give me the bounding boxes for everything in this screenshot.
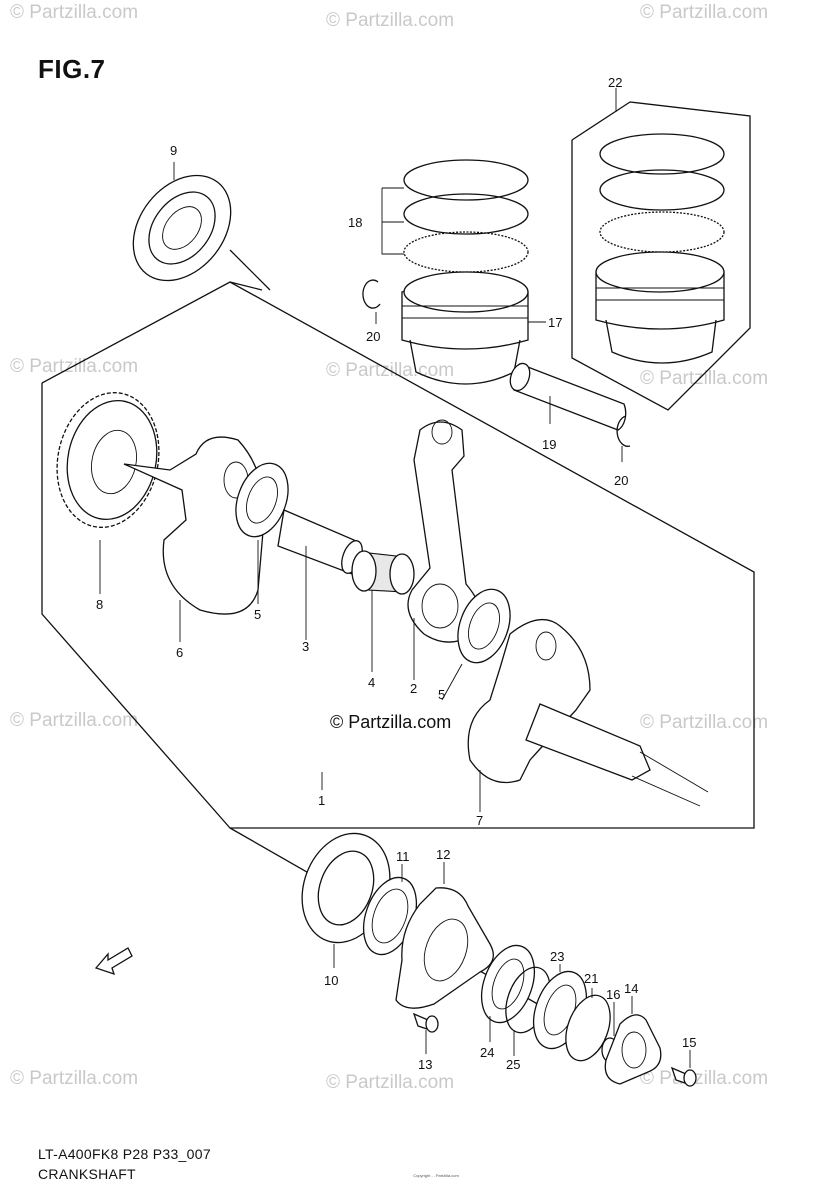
callout-label: 6 xyxy=(176,645,184,660)
circlip-20 xyxy=(362,279,381,309)
callout-label: 24 xyxy=(480,1045,495,1060)
callout-label: 15 xyxy=(682,1035,697,1050)
watermark: © Partzilla.com xyxy=(10,710,139,731)
callout-label: 22 xyxy=(608,75,623,90)
crank-web-7 xyxy=(467,618,709,812)
callout-label: 7 xyxy=(476,813,484,828)
forward-arrow-icon xyxy=(94,947,133,976)
screw-15 xyxy=(670,1050,697,1087)
needle-bearing-4 xyxy=(351,550,415,672)
callout-label: 11 xyxy=(396,849,410,864)
frame-leader xyxy=(229,249,271,291)
callout-label: 12 xyxy=(436,847,451,862)
callout-label: 8 xyxy=(96,597,104,612)
piston-17 xyxy=(401,271,546,385)
callout-label: 19 xyxy=(542,437,557,452)
bearing-24 xyxy=(480,944,536,1042)
callout-label: 10 xyxy=(324,973,339,988)
callout-label: 14 xyxy=(624,981,639,996)
spacer-21 xyxy=(565,988,611,1062)
callout-label: 23 xyxy=(550,949,565,964)
circlip-20 xyxy=(616,415,631,447)
piston-set-frame xyxy=(571,101,751,411)
callout-label: 5 xyxy=(254,607,262,622)
fine-print: Copyright ... Partzilla.com xyxy=(413,1173,459,1178)
shim-5 xyxy=(235,462,289,604)
piston-set-22 xyxy=(595,133,725,364)
watermark: © Partzilla.com xyxy=(640,1068,769,1089)
callout-label: 20 xyxy=(366,329,381,344)
callout-label: 20 xyxy=(614,473,629,488)
crank-web-6 xyxy=(123,436,265,642)
callout-label: 1 xyxy=(318,793,326,808)
watermark: © Partzilla.com xyxy=(326,10,455,31)
callout-label: 18 xyxy=(348,215,363,230)
callout-label: 13 xyxy=(418,1057,433,1072)
bearing-9 xyxy=(132,162,232,282)
watermark: © Partzilla.com xyxy=(326,1072,455,1093)
shim-5 xyxy=(441,588,511,701)
watermark: © Partzilla.com xyxy=(640,368,769,389)
retainer-plate-12 xyxy=(395,862,494,1009)
callout-label: 2 xyxy=(410,681,418,696)
callout-label: 3 xyxy=(302,639,310,654)
plate-14 xyxy=(604,996,662,1085)
piston-rings-18 xyxy=(381,159,529,273)
callout-label: 4 xyxy=(368,675,376,690)
copyright-watermark: © Partzilla.com xyxy=(330,712,452,732)
figure-title: FIG.7 xyxy=(38,54,106,84)
watermark: © Partzilla.com xyxy=(640,712,769,733)
callout-label: 21 xyxy=(584,971,599,986)
callout-label: 16 xyxy=(606,987,621,1002)
piston-pin-19 xyxy=(509,362,627,431)
watermark: © Partzilla.com xyxy=(10,2,139,23)
callout-label: 17 xyxy=(548,315,563,330)
watermark: © Partzilla.com xyxy=(640,2,769,23)
figure-model-code: LT-A400FK8 P28 P33_007 xyxy=(38,1146,211,1162)
callout-label: 9 xyxy=(170,143,178,158)
frame-leader xyxy=(229,281,263,291)
figure-name: CRANKSHAFT xyxy=(38,1166,136,1182)
screw-13 xyxy=(412,1012,439,1054)
callout-label: 5 xyxy=(438,687,446,702)
callout-label: 25 xyxy=(506,1057,521,1072)
watermark: © Partzilla.com xyxy=(10,1068,139,1089)
gear-8 xyxy=(56,392,160,594)
